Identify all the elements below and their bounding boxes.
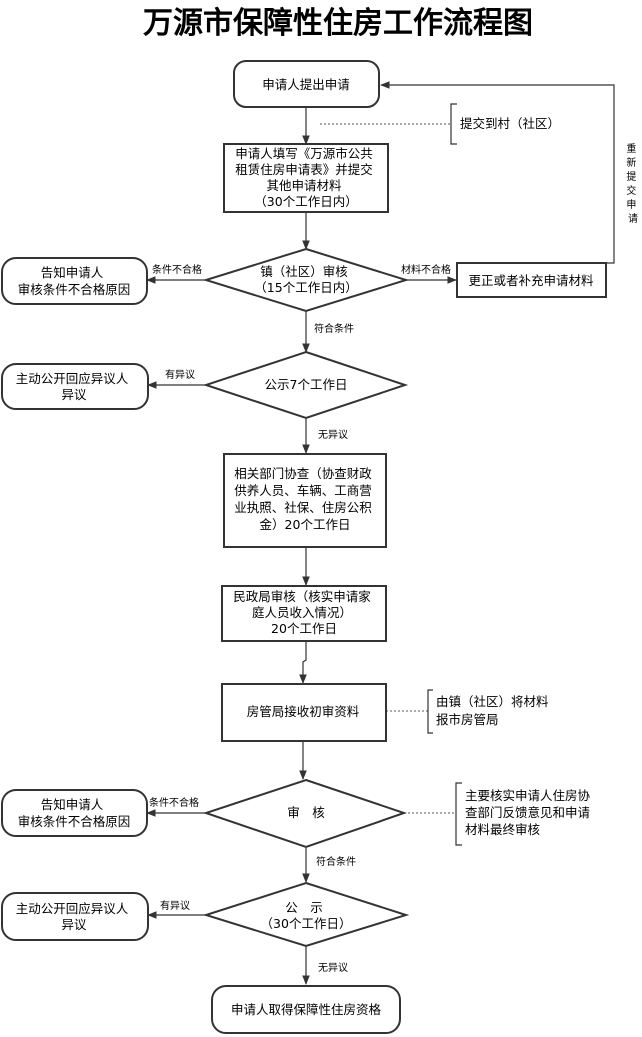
node-apply-label: 申请人提出申请 [262, 77, 350, 92]
node-dept-check-label: 相关部门协查（协查财政 供养人员、车辆、工商营 业执照、社保、住房公积 金）20… [234, 466, 376, 532]
node-dept-check: 相关部门协查（协查财政 供养人员、车辆、工商营 业执照、社保、住房公积 金）20… [223, 453, 387, 548]
node-objection-1: 主动公开回应异议人 异议 [1, 363, 149, 410]
edge-label-meets-1: 符合条件 [314, 322, 354, 335]
node-publicize-2: 公 示 （30个工作日） [202, 881, 410, 948]
node-notify-1: 告知申请人 审核条件不合格原因 [1, 257, 148, 305]
edge-label-cond-fail-1: 条件不合格 [152, 263, 202, 276]
node-civil-review: 民政局审核（核实申请家 庭人员收入情况） 20个工作日 [221, 585, 387, 642]
edge-label-has-objection-1: 有异议 [165, 368, 195, 381]
node-correct: 更正或者补充申请材料 [456, 262, 607, 298]
edge-label-reapply: 重 新 提 交 申 请 [626, 142, 639, 225]
node-publicize-2-label: 公 示 （30个工作日） [261, 900, 352, 931]
note-final-review: 主要核实申请人住房协 查部门反馈意见和申请 材料最终审核 [465, 788, 594, 837]
note-submit-village: 提交到村（社区） [460, 116, 560, 131]
node-objection-2: 主动公开回应异议人 异议 [1, 892, 149, 941]
edge-label-no-objection-1: 无异议 [318, 429, 348, 441]
edge-label-has-objection-2: 有异议 [160, 899, 190, 912]
edge-label-no-objection-2: 无异议 [318, 962, 348, 974]
edge-label-meets-2: 符合条件 [316, 855, 356, 868]
node-notify-2: 告知申请人 审核条件不合格原因 [1, 789, 148, 837]
node-town-review: 镇（社区）审核 （15个工作日内） [202, 247, 410, 313]
node-publicize-1: 公示7个工作日 [202, 350, 409, 420]
node-apply: 申请人提出申请 [233, 60, 380, 108]
node-fill-form-label: 申请人填写《万源市公共 租赁住房申请表》并提交 其他申请材料 （30个工作日内） [235, 146, 377, 209]
edge-label-cond-fail-2: 条件不合格 [149, 796, 199, 809]
node-obtain: 申请人取得保障性住房资格 [211, 985, 401, 1034]
node-civil-review-label: 民政局审核（核实申请家 庭人员收入情况） 20个工作日 [233, 589, 375, 636]
node-publicize-1-label: 公示7个工作日 [265, 377, 348, 392]
node-notify-1-label: 告知申请人 审核条件不合格原因 [18, 265, 131, 297]
node-notify-2-label: 告知申请人 审核条件不合格原因 [18, 797, 131, 829]
page-title: 万源市保障性住房工作流程图 [143, 6, 533, 41]
node-final-review-label: 审 核 [287, 805, 325, 820]
node-objection-1-label: 主动公开回应异议人 异议 [16, 371, 133, 402]
node-housing-receive: 房管局接收初审资料 [221, 683, 387, 742]
node-housing-receive-label: 房管局接收初审资料 [247, 704, 360, 719]
node-final-review: 审 核 [202, 778, 408, 849]
node-obtain-label: 申请人取得保障性住房资格 [231, 1002, 382, 1017]
connectors [146, 81, 615, 985]
node-fill-form: 申请人填写《万源市公共 租赁住房申请表》并提交 其他申请材料 （30个工作日内） [223, 143, 389, 213]
edge-label-material-fail: 材料不合格 [401, 263, 451, 276]
note-town-report: 由镇（社区）将材料 报市房管局 [436, 694, 553, 727]
node-correct-label: 更正或者补充申请材料 [468, 273, 594, 288]
node-objection-2-label: 主动公开回应异议人 异议 [16, 901, 133, 932]
node-town-review-label: 镇（社区）审核 （15个工作日内） [254, 264, 357, 295]
